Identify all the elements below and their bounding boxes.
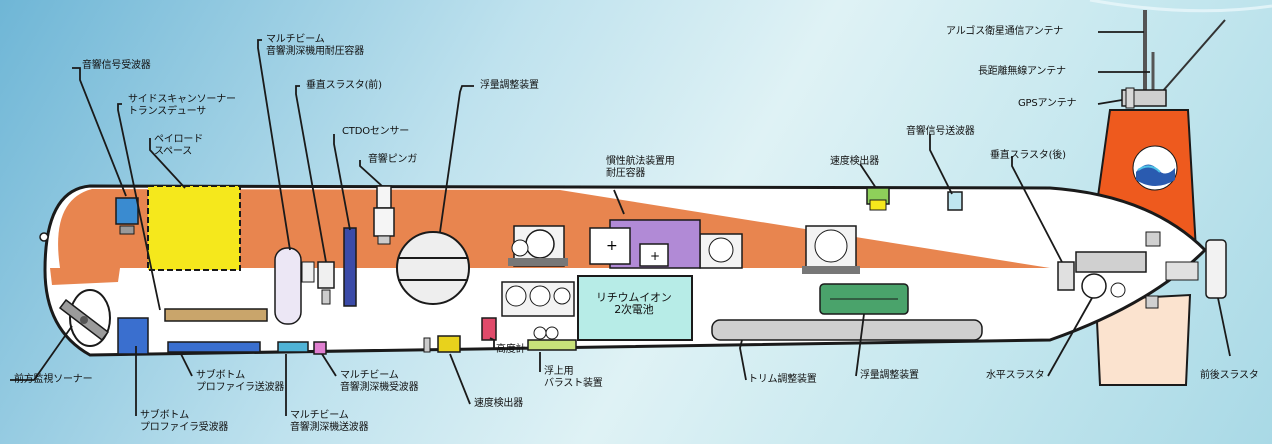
label-acoustic-receiver: 音響信号受波器	[82, 60, 151, 71]
multibeam-receiver	[313, 341, 327, 355]
label-vertical-thruster-rear: 垂直スラスタ(後)	[990, 150, 1066, 161]
label-ins-vessel: 慣性航法装置用 耐圧容器	[606, 156, 675, 179]
sidescan-transducer	[164, 308, 268, 322]
ballast-device	[527, 326, 577, 351]
hull-nose-band	[50, 268, 120, 285]
payload-space	[147, 185, 241, 271]
jamstec-wave-logo	[1132, 145, 1178, 191]
label-multibeam-transmitter: マルチビーム 音響測深機送波器	[290, 410, 369, 433]
multibeam-vessel	[274, 247, 302, 325]
label-sidescan: サイドスキャンソーナー トランスデューサ	[128, 94, 236, 117]
trim-adjuster	[711, 319, 983, 341]
label-altimeter: 高度計	[496, 344, 526, 355]
svg-text:+: +	[606, 238, 618, 254]
acoustic-receiver	[115, 197, 139, 225]
label-gps-antenna: GPSアンテナ	[1018, 98, 1077, 109]
label-fore-aft-thruster: 前後スラスタ	[1200, 370, 1259, 381]
acoustic-transmitter	[947, 191, 963, 211]
label-payload: ペイロード スペース	[154, 134, 203, 157]
altimeter	[481, 317, 497, 341]
label-speed-sensor-bottom: 速度検出器	[474, 398, 523, 409]
label-vertical-thruster-front: 垂直スラスタ(前)	[306, 80, 382, 91]
label-sbp-transmitter: サブボトム プロファイラ送波器	[196, 370, 285, 393]
label-ctdo: CTDOセンサー	[342, 126, 410, 137]
sbp-transmitter	[167, 341, 261, 353]
svg-text:+: +	[650, 249, 660, 263]
label-multibeam-receiver: マルチビーム 音響測深機受波器	[340, 370, 419, 393]
antenna-mast	[1121, 10, 1226, 109]
label-trim: トリム調整装置	[748, 374, 817, 385]
label-buoyancy-front: 浮量調整装置	[480, 80, 539, 91]
label-long-range-antenna: 長距離無線アンテナ	[978, 66, 1066, 77]
label-forward-sonar: 前方監視ソーナー	[14, 374, 93, 385]
sbp-receiver	[117, 317, 149, 355]
label-ballast: 浮上用 バラスト装置	[544, 366, 603, 389]
label-buoyancy-rear: 浮量調整装置	[860, 370, 919, 381]
label-argos-antenna: アルゴス衛星通信アンテナ	[946, 26, 1064, 37]
battery-box	[577, 275, 693, 341]
lower-fin	[1094, 293, 1192, 386]
forward-sonar	[58, 289, 111, 347]
label-horizontal-thruster: 水平スラスタ	[986, 370, 1045, 381]
vertical-thruster-front	[301, 261, 335, 305]
label-acoustic-transmitter: 音響信号送波器	[906, 126, 975, 137]
leader-lines	[10, 31, 1231, 416]
label-multibeam-vessel: マルチビーム 音響測深機用耐圧容器	[266, 34, 364, 57]
ins-vessel: + +	[589, 219, 701, 269]
ctdo-sensor	[343, 227, 357, 307]
rear-thruster-assembly	[1057, 231, 1227, 309]
speed-sensor-bottom	[437, 335, 461, 353]
buoyancy-adjuster-front	[396, 231, 470, 305]
multibeam-transmitter	[277, 341, 309, 353]
pump-cluster	[501, 281, 575, 317]
acoustic-pinger	[373, 185, 395, 245]
decorative-arc	[1089, 0, 1272, 13]
motor-boxes	[508, 225, 860, 274]
label-sbp-receiver: サブボトム プロファイラ受波器	[140, 410, 229, 433]
label-battery: リチウムイオン 2次電池	[596, 291, 672, 316]
label-speed-sensor-top: 速度検出器	[830, 156, 879, 167]
label-pinger: 音響ピンガ	[368, 154, 417, 165]
tow-ring	[39, 232, 49, 242]
